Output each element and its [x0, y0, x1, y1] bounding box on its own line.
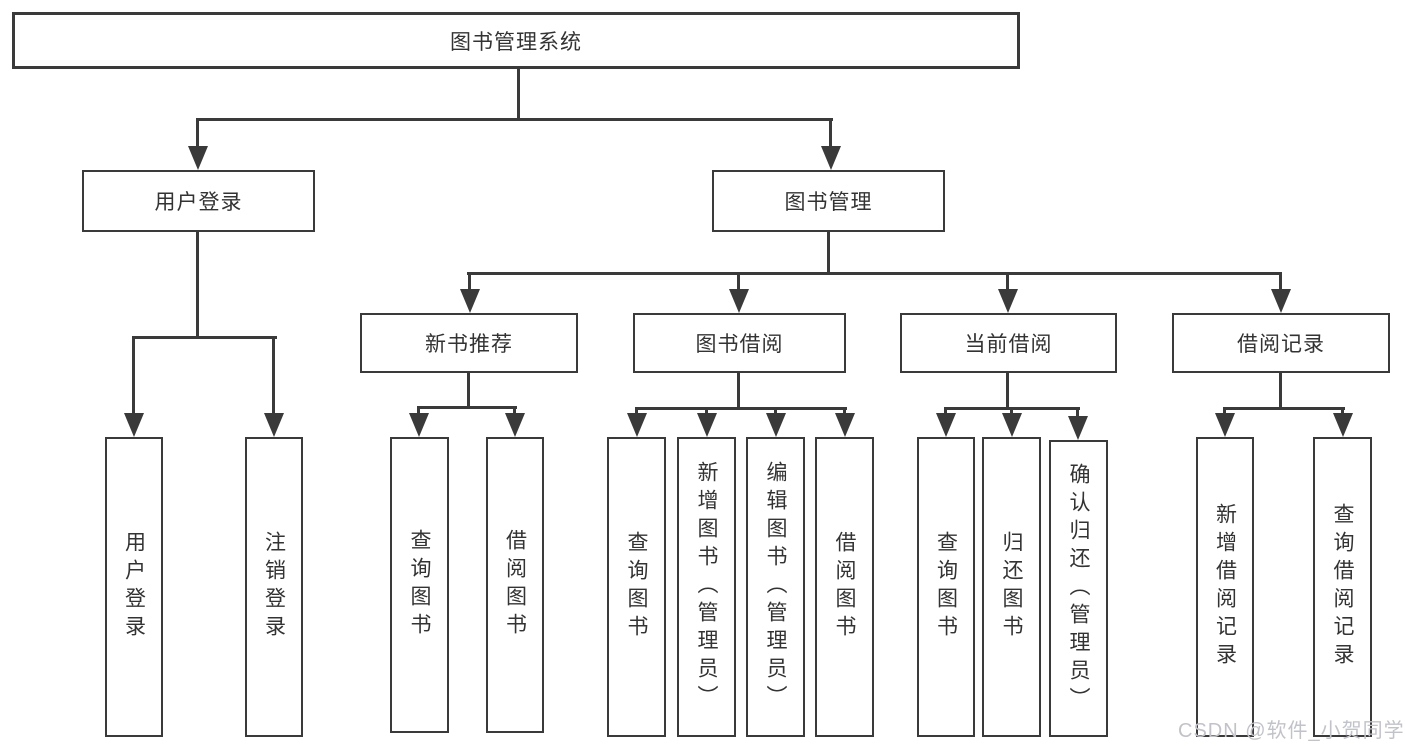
leaf-br-add-record: 新增借阅记录 [1196, 437, 1254, 737]
leaf-label: 新增图书（管理员） [695, 461, 719, 713]
connector-nbr-stem [467, 373, 470, 409]
arrowhead-user-login [188, 146, 208, 170]
leaf-bb-query-books: 查询图书 [607, 437, 666, 737]
arrowhead-br-add [1215, 413, 1235, 437]
arrowhead-br-query [1333, 413, 1353, 437]
connector-borrow-record-shaft [1279, 272, 1282, 289]
connector-book-management-hbar [467, 272, 1282, 275]
arrowhead-login [124, 413, 144, 437]
node-library-management-system: 图书管理系统 [12, 12, 1020, 69]
connector-current-borrow-shaft [1006, 272, 1009, 289]
connector-book-borrow-shaft [737, 272, 740, 289]
node-label: 当前借阅 [964, 333, 1053, 356]
arrowhead-borrow-record [1271, 289, 1291, 313]
leaf-br-query-record: 查询借阅记录 [1313, 437, 1372, 737]
connector-logout-shaft [272, 336, 275, 413]
node-label: 用户登录 [154, 191, 243, 214]
connector-bb-shaft-2 [705, 407, 708, 413]
leaf-label: 编辑图书（管理员） [764, 461, 788, 713]
connector-bb-hbar [635, 407, 847, 410]
connector-login-shaft [132, 336, 135, 413]
node-label: 图书管理系统 [450, 30, 582, 54]
csdn-watermark: CSDN @软件_小贺同学 [1178, 720, 1405, 742]
leaf-bb-edit-books-admin: 编辑图书（管理员） [746, 437, 805, 737]
arrowhead-bb-add [697, 413, 717, 437]
leaf-label: 确认归还（管理员） [1067, 462, 1091, 715]
leaf-user-login: 用户登录 [105, 437, 163, 737]
connector-nbr-hbar [417, 406, 517, 409]
connector-bb-shaft-1 [635, 407, 638, 413]
arrowhead-new-book-recommend [460, 289, 480, 313]
leaf-label: 查询图书 [934, 531, 958, 643]
leaf-logout: 注销登录 [245, 437, 303, 737]
leaf-label: 查询图书 [625, 531, 649, 643]
connector-nbr-right-shaft [513, 406, 516, 413]
arrowhead-bb-query [627, 413, 647, 437]
connector-root-right-shaft [829, 118, 832, 146]
connector-user-login-hbar [132, 336, 277, 339]
leaf-cb-return-books: 归还图书 [982, 437, 1041, 737]
node-user-login: 用户登录 [82, 170, 315, 232]
connector-book-management-stem [827, 232, 830, 275]
arrowhead-logout [264, 413, 284, 437]
connector-br-shaft-1 [1223, 407, 1226, 413]
arrowhead-nbr-query [409, 413, 429, 437]
leaf-bb-add-books-admin: 新增图书（管理员） [677, 437, 736, 737]
leaf-cb-confirm-return-admin: 确认归还（管理员） [1049, 440, 1108, 737]
connector-nbr-left-shaft [417, 406, 420, 413]
node-label: 借阅记录 [1237, 333, 1325, 356]
leaf-label: 查询图书 [408, 529, 432, 641]
connector-br-stem [1279, 373, 1282, 410]
leaf-label: 借阅图书 [503, 529, 527, 641]
arrowhead-book-borrow [729, 289, 749, 313]
node-borrow-record: 借阅记录 [1172, 313, 1390, 373]
node-label: 新书推荐 [425, 333, 513, 356]
connector-root-hbar [196, 118, 833, 121]
arrowhead-cb-return [1002, 413, 1022, 437]
connector-cb-stem [1006, 373, 1009, 410]
connector-bb-shaft-3 [774, 407, 777, 413]
leaf-label: 借阅图书 [833, 531, 857, 643]
node-label: 图书借阅 [695, 333, 784, 356]
leaf-label: 归还图书 [1000, 531, 1024, 643]
arrowhead-bb-borrow [835, 413, 855, 437]
connector-root-stem [517, 69, 520, 121]
node-label: 图书管理 [784, 191, 873, 214]
arrowhead-bb-edit [766, 413, 786, 437]
connector-cb-shaft-3 [1076, 407, 1079, 416]
node-new-book-recommend: 新书推荐 [360, 313, 578, 373]
leaf-nbr-query-books: 查询图书 [390, 437, 449, 733]
connector-root-left-shaft [196, 118, 199, 146]
leaf-label: 查询借阅记录 [1331, 503, 1355, 671]
leaf-label: 用户登录 [122, 531, 146, 643]
arrowhead-nbr-borrow [505, 413, 525, 437]
arrowhead-current-borrow [998, 289, 1018, 313]
connector-br-hbar [1223, 407, 1345, 410]
leaf-label: 注销登录 [262, 531, 286, 643]
leaf-label: 新增借阅记录 [1213, 503, 1237, 671]
connector-user-login-stem [196, 232, 199, 339]
arrowhead-book-management [821, 146, 841, 170]
connector-cb-shaft-1 [944, 407, 947, 413]
connector-bb-shaft-4 [843, 407, 846, 413]
connector-cb-shaft-2 [1010, 407, 1013, 413]
connector-new-book-shaft [468, 272, 471, 289]
node-book-management: 图书管理 [712, 170, 945, 232]
node-current-borrow: 当前借阅 [900, 313, 1117, 373]
connector-bb-stem [737, 373, 740, 410]
node-book-borrow: 图书借阅 [633, 313, 846, 373]
leaf-bb-borrow-books: 借阅图书 [815, 437, 874, 737]
leaf-nbr-borrow-books: 借阅图书 [486, 437, 544, 733]
connector-br-shaft-2 [1341, 407, 1344, 413]
leaf-cb-query-books: 查询图书 [917, 437, 975, 737]
arrowhead-cb-query [936, 413, 956, 437]
arrowhead-cb-confirm [1068, 416, 1088, 440]
